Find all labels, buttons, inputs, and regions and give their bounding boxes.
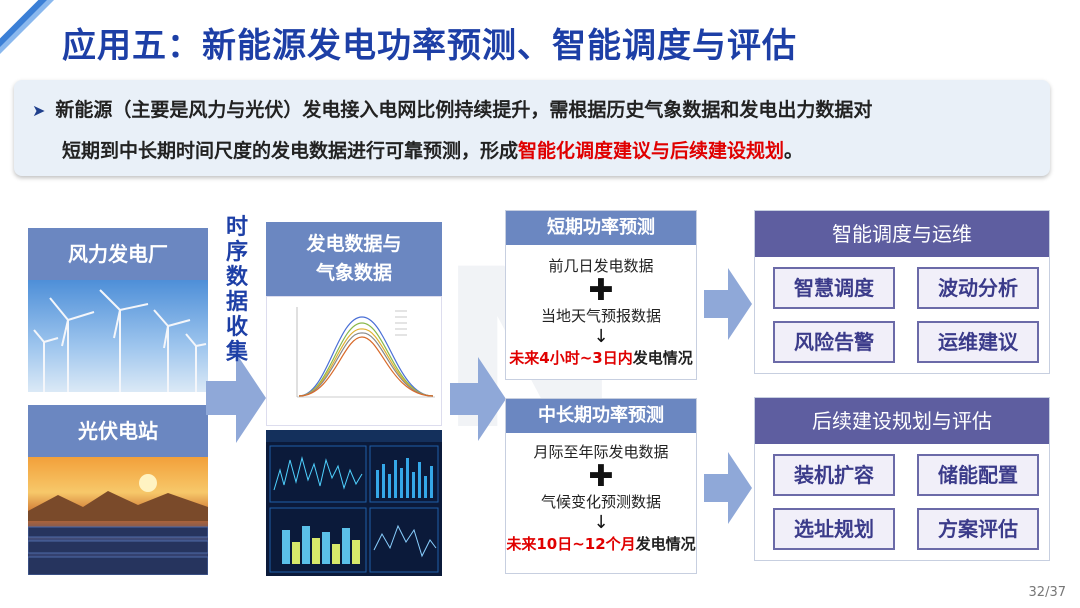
short-term-body: 前几日发电数据 ✚ 当地天气预报数据 ↓ 未来4小时~3日内发电情况	[506, 255, 696, 369]
intro-text-2: 短期到中长期时间尺度的发电数据进行可靠预测，形成	[62, 140, 519, 162]
corner-decoration	[0, 0, 60, 60]
long-term-input-1: 月际至年际发电数据	[533, 443, 669, 461]
data-box: 发电数据与 气象数据	[266, 222, 442, 576]
down-arrow-icon: ↓	[593, 326, 609, 347]
power-curve-chart	[266, 296, 442, 426]
wind-turbine-image	[28, 280, 208, 392]
long-term-result: 未来10日~12个月发电情况	[506, 533, 696, 555]
data-box-title-1: 发电数据与	[306, 233, 402, 255]
chip-fluctuation-analysis: 波动分析	[917, 267, 1039, 309]
long-term-body: 月际至年际发电数据 ✚ 气候变化预测数据 ↓ 未来10日~12个月发电情况	[506, 441, 696, 555]
arrow-icon	[704, 452, 752, 524]
chip-capacity-expansion: 装机扩容	[773, 454, 895, 496]
wind-farm-label: 风力发电厂	[28, 228, 208, 280]
timeseries-label: 时序数据收集	[225, 215, 248, 365]
short-term-forecast-card: 短期功率预测 前几日发电数据 ✚ 当地天气预报数据 ↓ 未来4小时~3日内发电情…	[505, 210, 697, 380]
solar-panel-image	[28, 457, 208, 575]
chip-smart-dispatch: 智慧调度	[773, 267, 895, 309]
chip-risk-alert: 风险告警	[773, 321, 895, 363]
long-term-result-text: 发电情况	[635, 535, 696, 553]
planning-eval-grid: 装机扩容 储能配置 选址规划 方案评估	[755, 444, 1049, 550]
down-arrow-icon: ↓	[593, 512, 609, 533]
planning-eval-panel: 后续建设规划与评估 装机扩容 储能配置 选址规划 方案评估	[754, 397, 1050, 561]
intro-end: 。	[784, 140, 804, 162]
long-term-result-range: 未来10日~12个月	[506, 535, 636, 553]
long-term-forecast-card: 中长期功率预测 月际至年际发电数据 ✚ 气候变化预测数据 ↓ 未来10日~12个…	[505, 398, 697, 574]
solar-station-card: 光伏电站	[28, 405, 208, 575]
short-term-input-2: 当地天气预报数据	[540, 307, 661, 325]
short-term-result: 未来4小时~3日内发电情况	[506, 347, 696, 369]
plus-icon: ✚	[588, 459, 614, 494]
dispatch-ops-panel: 智能调度与运维 智慧调度 波动分析 风险告警 运维建议	[754, 210, 1050, 374]
arrow-icon	[450, 357, 506, 441]
planning-eval-title: 后续建设规划与评估	[755, 398, 1049, 444]
intro-text-1: 新能源（主要是风力与光伏）发电接入电网比例持续提升，需根据历史气象数据和发电出力…	[55, 99, 873, 121]
chip-storage-config: 储能配置	[917, 454, 1039, 496]
monitoring-dashboard-image	[266, 430, 442, 576]
short-term-result-range: 未来4小时~3日内	[509, 349, 633, 367]
solar-station-label: 光伏电站	[28, 405, 208, 457]
intro-highlight: 智能化调度建议与后续建设规划	[518, 140, 785, 162]
chip-plan-evaluation: 方案评估	[917, 508, 1039, 550]
arrow-icon	[704, 268, 752, 340]
data-box-header: 发电数据与 气象数据	[266, 222, 442, 296]
chip-site-planning: 选址规划	[773, 508, 895, 550]
long-term-title: 中长期功率预测	[506, 399, 696, 433]
data-box-title-2: 气象数据	[315, 262, 392, 284]
intro-line-2: 短期到中长期时间尺度的发电数据进行可靠预测，形成智能化调度建议与后续建设规划。	[32, 131, 1034, 171]
arrow-icon	[206, 353, 266, 443]
bullet-arrow-icon: ➤	[32, 101, 46, 120]
dispatch-ops-grid: 智慧调度 波动分析 风险告警 运维建议	[755, 257, 1049, 363]
chip-ops-advice: 运维建议	[917, 321, 1039, 363]
short-term-input-1: 前几日发电数据	[548, 257, 654, 275]
plus-icon: ✚	[588, 273, 614, 308]
short-term-title: 短期功率预测	[506, 211, 696, 245]
dispatch-ops-title: 智能调度与运维	[755, 211, 1049, 257]
page-number: 32/37	[1028, 585, 1066, 600]
intro-box: ➤ 新能源（主要是风力与光伏）发电接入电网比例持续提升，需根据历史气象数据和发电出…	[14, 80, 1050, 176]
intro-line-1: ➤ 新能源（主要是风力与光伏）发电接入电网比例持续提升，需根据历史气象数据和发电出…	[32, 90, 1034, 131]
wind-farm-card: 风力发电厂	[28, 228, 208, 392]
long-term-input-2: 气候变化预测数据	[540, 493, 661, 511]
short-term-result-text: 发电情况	[632, 349, 693, 367]
slide-title: 应用五：新能源发电功率预测、智能调度与评估	[62, 26, 797, 66]
